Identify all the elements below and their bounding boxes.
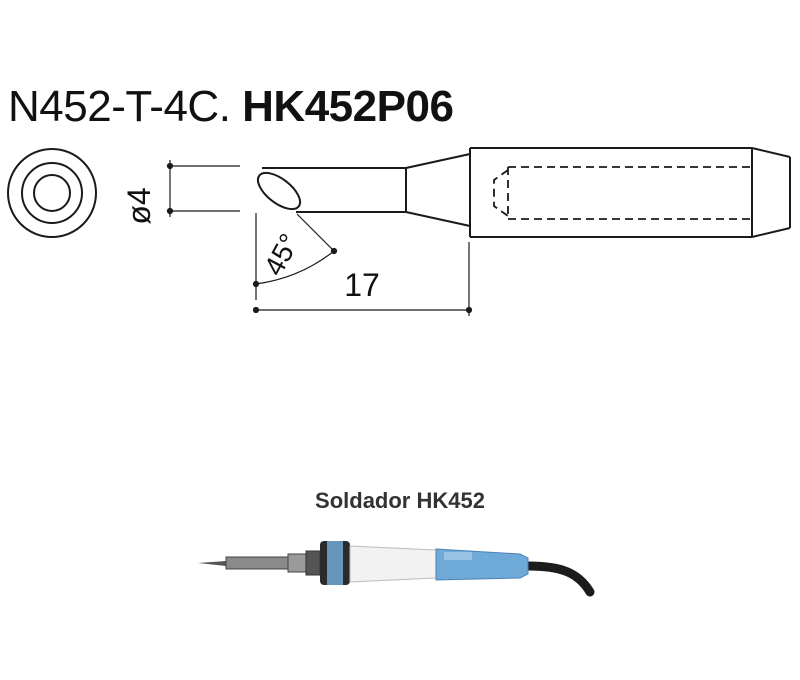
soldering-tip-outline <box>256 147 791 238</box>
image-caption: Soldador HK452 <box>315 488 485 513</box>
soldering-iron-image <box>198 541 595 597</box>
power-cable <box>523 561 595 597</box>
angle-dimension <box>252 213 338 300</box>
hidden-bore-lines <box>493 166 752 220</box>
tip-end-view <box>7 148 97 238</box>
part-title: N452-T-4C. HK452P06 <box>8 82 454 132</box>
part-number: N452-T-4C. <box>8 82 231 131</box>
diameter-label: ø4 <box>121 187 157 224</box>
model-code: HK452P06 <box>242 82 454 131</box>
length-label: 17 <box>344 267 380 303</box>
length-dimension <box>252 242 473 316</box>
diameter-dimension <box>166 160 240 217</box>
